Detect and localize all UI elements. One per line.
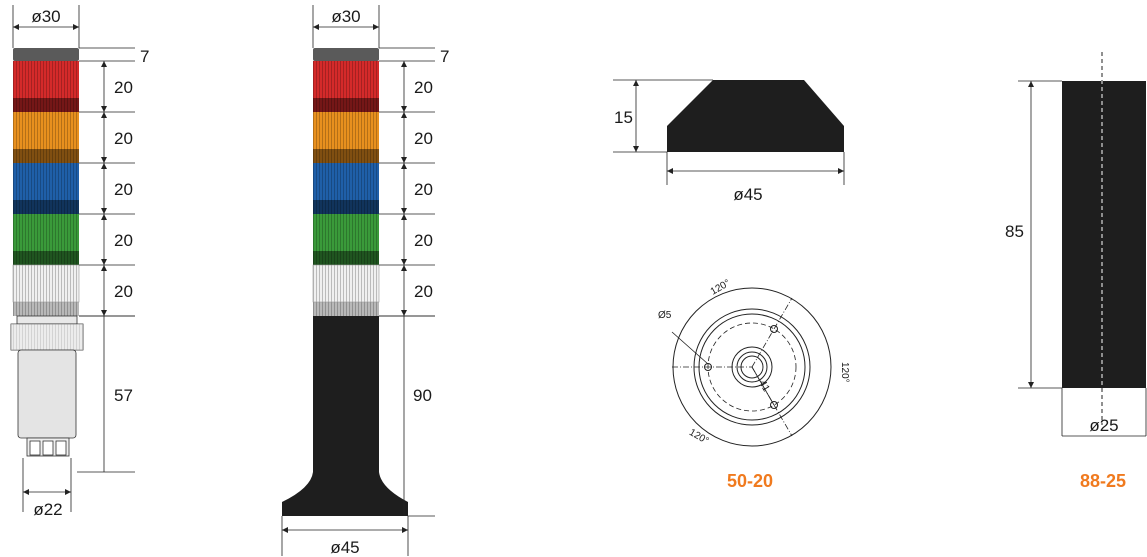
spacer-diameter: ø25 (1089, 416, 1118, 435)
tower1-top-diameter: ø30 (31, 7, 60, 26)
module-amber (13, 112, 79, 163)
tower2-cap-height: 7 (440, 47, 449, 66)
base-50-20-height: 15 (614, 108, 633, 127)
mounting-hole (770, 401, 778, 409)
part-code-88-25: 88-25 (1080, 471, 1126, 491)
spacer-height: 85 (1005, 222, 1024, 241)
radius-label: 41 (756, 379, 771, 395)
module-green (13, 214, 79, 265)
module-blue (13, 163, 79, 214)
module-height-label: 20 (114, 231, 133, 250)
signal-tower-tall-base: ø30 7 20 20 20 20 20 90 ø45 (281, 5, 449, 557)
module-height-label: 20 (114, 129, 133, 148)
module-green (313, 214, 379, 265)
tower2-top-diameter: ø30 (331, 7, 360, 26)
mounting-hole (770, 325, 778, 333)
tower1-bottom-diameter: ø22 (33, 500, 62, 519)
module-height-label: 20 (414, 78, 433, 97)
hole-diameter-label: Ø5 (658, 310, 672, 321)
tower2-cap (313, 48, 379, 61)
tower2-bottom-diameter: ø45 (330, 538, 359, 557)
module-red (313, 61, 379, 112)
base-50-20-side-view: 15 ø45 (613, 79, 845, 204)
angle-label-right: 120° (839, 362, 850, 383)
tower1-modules (12, 61, 80, 316)
tower2-modules (312, 61, 380, 316)
module-white (12, 264, 80, 316)
module-amber (313, 112, 379, 163)
tower1-cap (13, 48, 79, 61)
base-50-20-top-view: Ø5 120° 120° 120° 41 50-20 (658, 278, 850, 491)
base-50-20-diameter: ø45 (733, 185, 762, 204)
module-height-label: 20 (114, 282, 133, 301)
spacer-88-25: 85 ø25 88-25 (1005, 52, 1147, 491)
tower1-base-body (17, 349, 77, 439)
angle-label-bottom: 120° (687, 427, 710, 447)
module-height-label: 20 (114, 78, 133, 97)
module-height-label: 20 (114, 180, 133, 199)
module-height-label: 20 (414, 231, 433, 250)
module-height-label: 20 (414, 129, 433, 148)
tower1-cap-height: 7 (140, 47, 149, 66)
module-white (312, 264, 380, 316)
module-red (13, 61, 79, 112)
tower2-base-height: 90 (413, 386, 432, 405)
tower1-base-height: 57 (114, 386, 133, 405)
module-height-label: 20 (414, 180, 433, 199)
module-height-label: 20 (414, 282, 433, 301)
tower2-base-body (282, 316, 408, 516)
part-code-50-20: 50-20 (727, 471, 773, 491)
module-blue (313, 163, 379, 214)
signal-tower-short-base: ø30 7 20 20 20 20 20 57 ø22 (10, 5, 149, 519)
